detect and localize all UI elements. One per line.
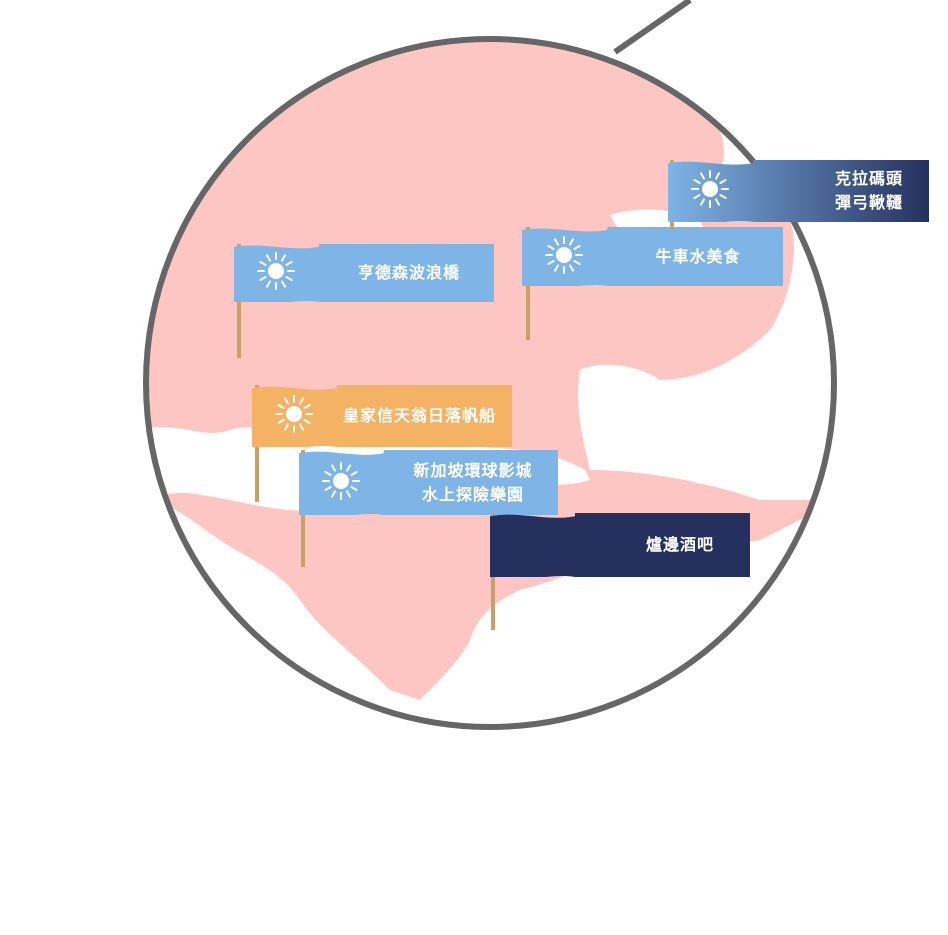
flag-henderson[interactable]: 亨德森波浪橋 (234, 244, 494, 302)
flag-cloth (234, 244, 494, 302)
flag-label: 水上探險樂園 (421, 484, 524, 504)
zoom-circle (143, 36, 837, 730)
water-east (578, 200, 834, 500)
flag-label: 皇家信天翁日落帆船 (342, 406, 496, 425)
flag-cloth (252, 385, 512, 447)
flag-cloth (522, 227, 783, 286)
flag-universal[interactable]: 新加坡環球影城水上探險樂園 (299, 450, 558, 515)
flag-label: 牛車水美食 (655, 246, 741, 266)
flag-royal-albatross[interactable]: 皇家信天翁日落帆船 (252, 385, 512, 447)
flag-cloth (668, 160, 929, 222)
flag-label: 彈弓鞦韆 (834, 193, 903, 212)
sun-icon (256, 251, 296, 295)
sun-icon (274, 394, 314, 438)
flag-clarke-quay[interactable]: 克拉碼頭彈弓鞦韆 (668, 160, 929, 222)
sun-icon (321, 461, 361, 505)
sun-icon (690, 169, 730, 213)
pointer-line (613, 0, 692, 55)
sun-icon (544, 235, 584, 279)
flag-label: 爐邊酒吧 (645, 535, 714, 554)
moon-icon (512, 527, 544, 563)
flag-label: 克拉碼頭 (834, 169, 903, 188)
flag-cloth (299, 450, 558, 515)
flag-cloth (490, 513, 750, 577)
flag-fireside-bar[interactable]: 爐邊酒吧 (490, 513, 750, 577)
flag-label: 新加坡環球影城 (413, 460, 533, 480)
flag-label: 亨德森波浪橋 (357, 263, 460, 282)
flag-chinatown[interactable]: 牛車水美食 (522, 227, 783, 286)
moon-icon (740, 173, 772, 209)
